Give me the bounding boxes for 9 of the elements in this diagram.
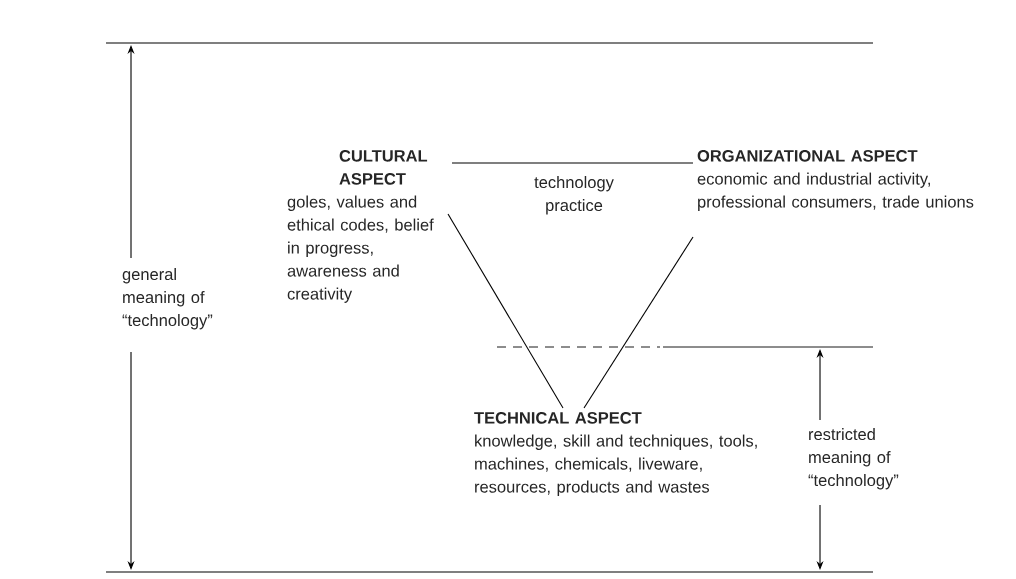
note-text: technology practice bbox=[534, 176, 614, 215]
connector-line bbox=[451, 162, 694, 164]
connector-line bbox=[447, 213, 564, 409]
note-text: general meaning of “technology” bbox=[122, 268, 213, 330]
aspect-text: TECHNICAL ASPECT knowledge, skill and techniques, tools, machines, chemicals, liveware, resources, products and wastes bbox=[474, 412, 757, 496]
connector-line bbox=[583, 236, 694, 409]
aspect-text: CULTURAL ASPECT goles, values and ethical codes, belief in progress, awareness and creativity bbox=[287, 150, 434, 303]
note-text: restricted meaning of “technology” bbox=[808, 428, 899, 490]
aspect-text: ORGANIZATIONAL ASPECT economic and industrial activity, professional consumers, trade unions bbox=[697, 150, 974, 211]
